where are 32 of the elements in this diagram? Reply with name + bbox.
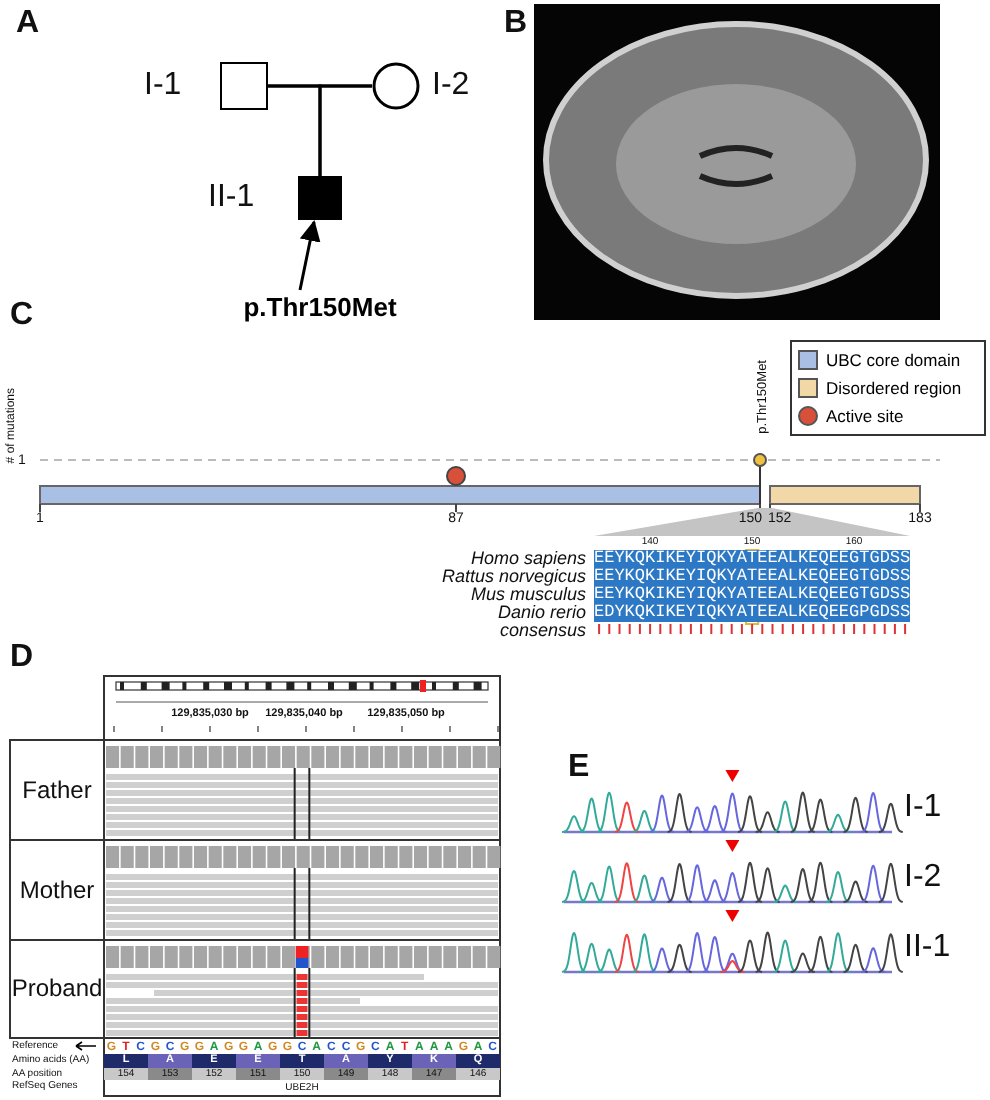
- legend-label: Active site: [826, 406, 904, 426]
- sample-label: I-1: [904, 792, 942, 824]
- panel-letter: D: [10, 642, 34, 674]
- track-label: Proband: [11, 976, 103, 1000]
- sequence-row: EEYKQKIKEYIQKYATEEALKEQEEGTGDSS: [594, 550, 911, 568]
- affected-male-symbol: [298, 176, 342, 220]
- individual-label: II-1: [208, 182, 255, 214]
- species-name: Danio rerio: [497, 604, 586, 622]
- track-label: Mother: [19, 878, 95, 902]
- species-name: Mus musculus: [470, 586, 586, 604]
- sequence-row: EDYKQKIKEYIQKYATEEALKEQEEGPGDSS: [594, 604, 911, 622]
- row-label: consensus: [499, 622, 586, 640]
- species-name: Rattus norvegicus: [441, 568, 586, 586]
- panel-letter: A: [16, 8, 40, 40]
- sequence-row: EEYKQKIKEYIQKYATEEALKEQEEGTGDSS: [594, 568, 911, 586]
- variant-label: p.Thr150Met: [224, 292, 416, 324]
- individual-label: I-1: [144, 70, 182, 102]
- species-name: Homo sapiens: [470, 550, 586, 568]
- pedigree-line: [318, 84, 372, 176]
- panel-letter: C: [10, 300, 34, 332]
- legend-label: Disordered region: [826, 378, 962, 398]
- sample-label: II-1: [904, 932, 951, 964]
- sample-label: I-2: [904, 862, 942, 894]
- panel-letter: B: [504, 8, 528, 40]
- individual-label: I-2: [432, 70, 470, 102]
- track-label: Father: [22, 778, 92, 802]
- legend-label: UBC core domain: [826, 350, 961, 370]
- panel-letter: E: [568, 752, 590, 784]
- female-symbol: [372, 62, 420, 110]
- male-symbol: [220, 62, 268, 110]
- arrow: [298, 219, 321, 291]
- sequence-row: EEYKQKIKEYIQKYATEEALKEQEEGTGDSS: [594, 586, 911, 604]
